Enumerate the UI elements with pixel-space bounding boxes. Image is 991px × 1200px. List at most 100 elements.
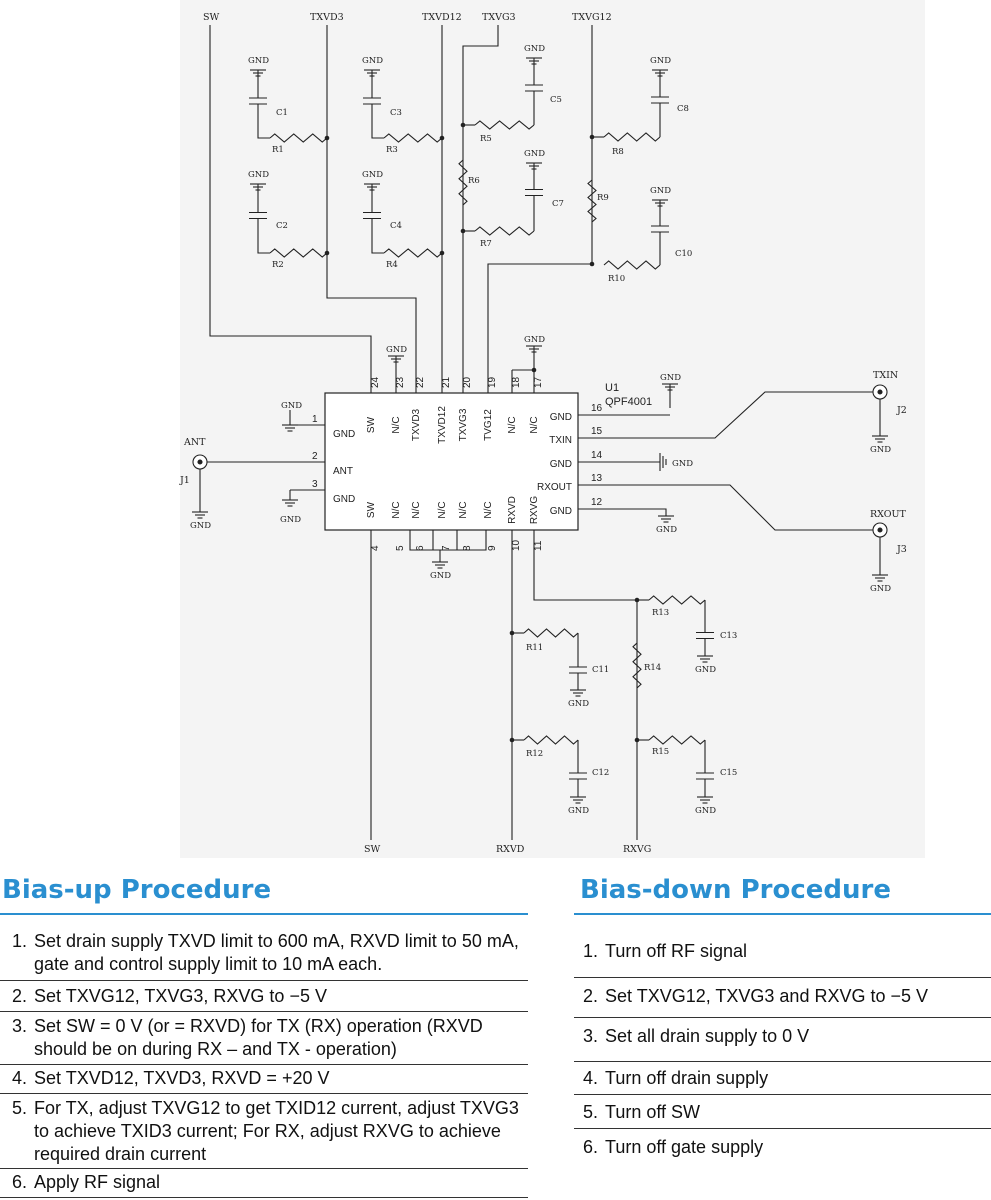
ic-pin-name: TXVD12 (437, 406, 448, 444)
capacitor-label: C15 (720, 768, 737, 778)
resistor-R6 (458, 159, 468, 206)
resistor-label: R2 (272, 260, 284, 270)
bias-up-divider (0, 1064, 528, 1065)
port-ant-label: ANT (183, 437, 206, 448)
bias-down-divider (574, 1128, 991, 1129)
bias-up-title: Bias-up Procedure (2, 875, 272, 905)
gnd-label: GND (386, 345, 407, 355)
bias-up-divider (0, 980, 528, 981)
capacitor-label: C2 (276, 221, 288, 231)
gnd-label: GND (650, 186, 671, 196)
ic-pin-name: N/C (437, 501, 448, 518)
bias-down-divider (574, 977, 991, 978)
capacitor-label: C1 (276, 108, 288, 118)
ic-pin-number: 14 (591, 450, 603, 461)
ic-body (324, 392, 579, 531)
wire (257, 247, 270, 254)
net-label-sw-top: SW (203, 12, 220, 23)
ic-pin-name: N/C (529, 416, 540, 433)
resistor-R13 (648, 595, 706, 605)
ic-pin-name: N/C (391, 501, 402, 518)
bias-down-step-3: 3.Set all drain supply to 0 V (583, 1026, 810, 1046)
ic-pin-name: TXIN (549, 435, 572, 446)
junction-dot (509, 737, 515, 743)
capacitor-label: C10 (675, 249, 692, 259)
resistor-label: R5 (480, 134, 492, 144)
port-ant-connector (197, 459, 203, 465)
resistor-R11 (523, 628, 579, 638)
resistor-label: R9 (597, 193, 609, 203)
net-txvg3 (462, 25, 499, 380)
ic-pin-name: N/C (507, 416, 518, 433)
gnd-label: GND (656, 525, 677, 535)
bias-up-title-rule (0, 913, 528, 915)
junction-dot (324, 135, 330, 141)
resistor-label-R10: R10 (0, 0, 17, 3)
resistor-label: R1 (272, 145, 284, 155)
ic-pin-number: 6 (415, 545, 426, 551)
capacitor-label-C2: C2 (0, 0, 12, 3)
ic-pin-name: GND (550, 506, 572, 517)
capacitor-label: C13 (720, 631, 737, 641)
capacitor-label: C8 (677, 104, 689, 114)
capacitor-label-C7: C7 (0, 0, 12, 3)
resistor-label: R3 (386, 145, 398, 155)
ic-pin-name: GND (333, 494, 355, 505)
junction-dot (589, 134, 595, 140)
ic-pin-number: 5 (395, 545, 406, 551)
bias-up-step-1: 1.Set drain supply TXVD limit to 600 mA,… (12, 931, 519, 974)
gnd-label: GND (281, 401, 302, 411)
wire (257, 132, 270, 139)
net-label-rxvd: RXVD (496, 844, 525, 855)
resistor-label-R15: R15 (0, 0, 17, 3)
ic-pin-name: TVG12 (483, 409, 494, 441)
ic-pin-name: RXVD (507, 496, 518, 524)
net-sw (209, 25, 372, 380)
port-j1-label: J1 (179, 475, 190, 486)
net-label-txvd3: TXVD3 (310, 12, 344, 23)
resistor-label-R2: R2 (0, 0, 12, 3)
net-rxvg (533, 530, 638, 840)
ic-pin-name: N/C (458, 501, 469, 518)
ic-pin-number: 8 (462, 545, 473, 551)
ic-pin-number: 24 (370, 376, 381, 388)
net-label-txvg3: TXVG3 (482, 12, 516, 23)
schematic-diagram: U1 QPF4001 SW TXVD3 TXVD12 TXVG3 TXVG12 … (0, 0, 925, 858)
capacitor-label: C4 (390, 221, 402, 231)
capacitor-label-C10: C10 (0, 0, 17, 3)
gnd-label: GND (248, 56, 269, 66)
resistor-R10 (603, 260, 661, 270)
ic-pin-number: 11 (533, 540, 544, 551)
resistor-label-R7: R7 (0, 0, 12, 3)
capacitor-label: C7 (552, 199, 564, 209)
ic-pin-number: 22 (415, 376, 426, 388)
bias-up-step-6: 6.Apply RF signal (12, 1172, 161, 1192)
resistor-R1 (269, 133, 328, 143)
resistor-label: R7 (480, 239, 492, 249)
resistor-label: R6 (468, 176, 480, 186)
gnd-label: GND (870, 445, 891, 455)
gnd-label: GND (870, 584, 891, 594)
junction-dot (324, 250, 330, 256)
bias-down-step-2: 2.Set TXVG12, TXVG3 and RXVG to −5 V (583, 986, 929, 1006)
ic-part: QPF4001 (605, 396, 652, 408)
net-label-txvg12: TXVG12 (572, 12, 612, 23)
capacitor-label: C12 (592, 768, 609, 778)
bias-down-step-4: 4.Turn off drain supply (583, 1068, 769, 1088)
wire (371, 132, 384, 139)
net-txin (578, 391, 873, 439)
ic-pin-name: GND (550, 412, 572, 423)
ic-pin-number: 16 (591, 403, 603, 414)
bias-up-divider (0, 1168, 528, 1169)
port-j2-label: J2 (896, 405, 907, 416)
bias-up-step-5: 5.For TX, adjust TXVG12 to get TXID12 cu… (12, 1098, 519, 1164)
net-txvg12 (487, 25, 593, 380)
gnd-label: GND (362, 56, 383, 66)
bias-up-divider (0, 1011, 528, 1012)
net-rxout (578, 484, 873, 531)
resistor-label-R6: R6 (0, 0, 12, 3)
resistor-R9 (587, 179, 597, 223)
resistor-R15 (648, 735, 706, 745)
junction-dot (634, 737, 640, 743)
junction-dot (634, 597, 640, 603)
